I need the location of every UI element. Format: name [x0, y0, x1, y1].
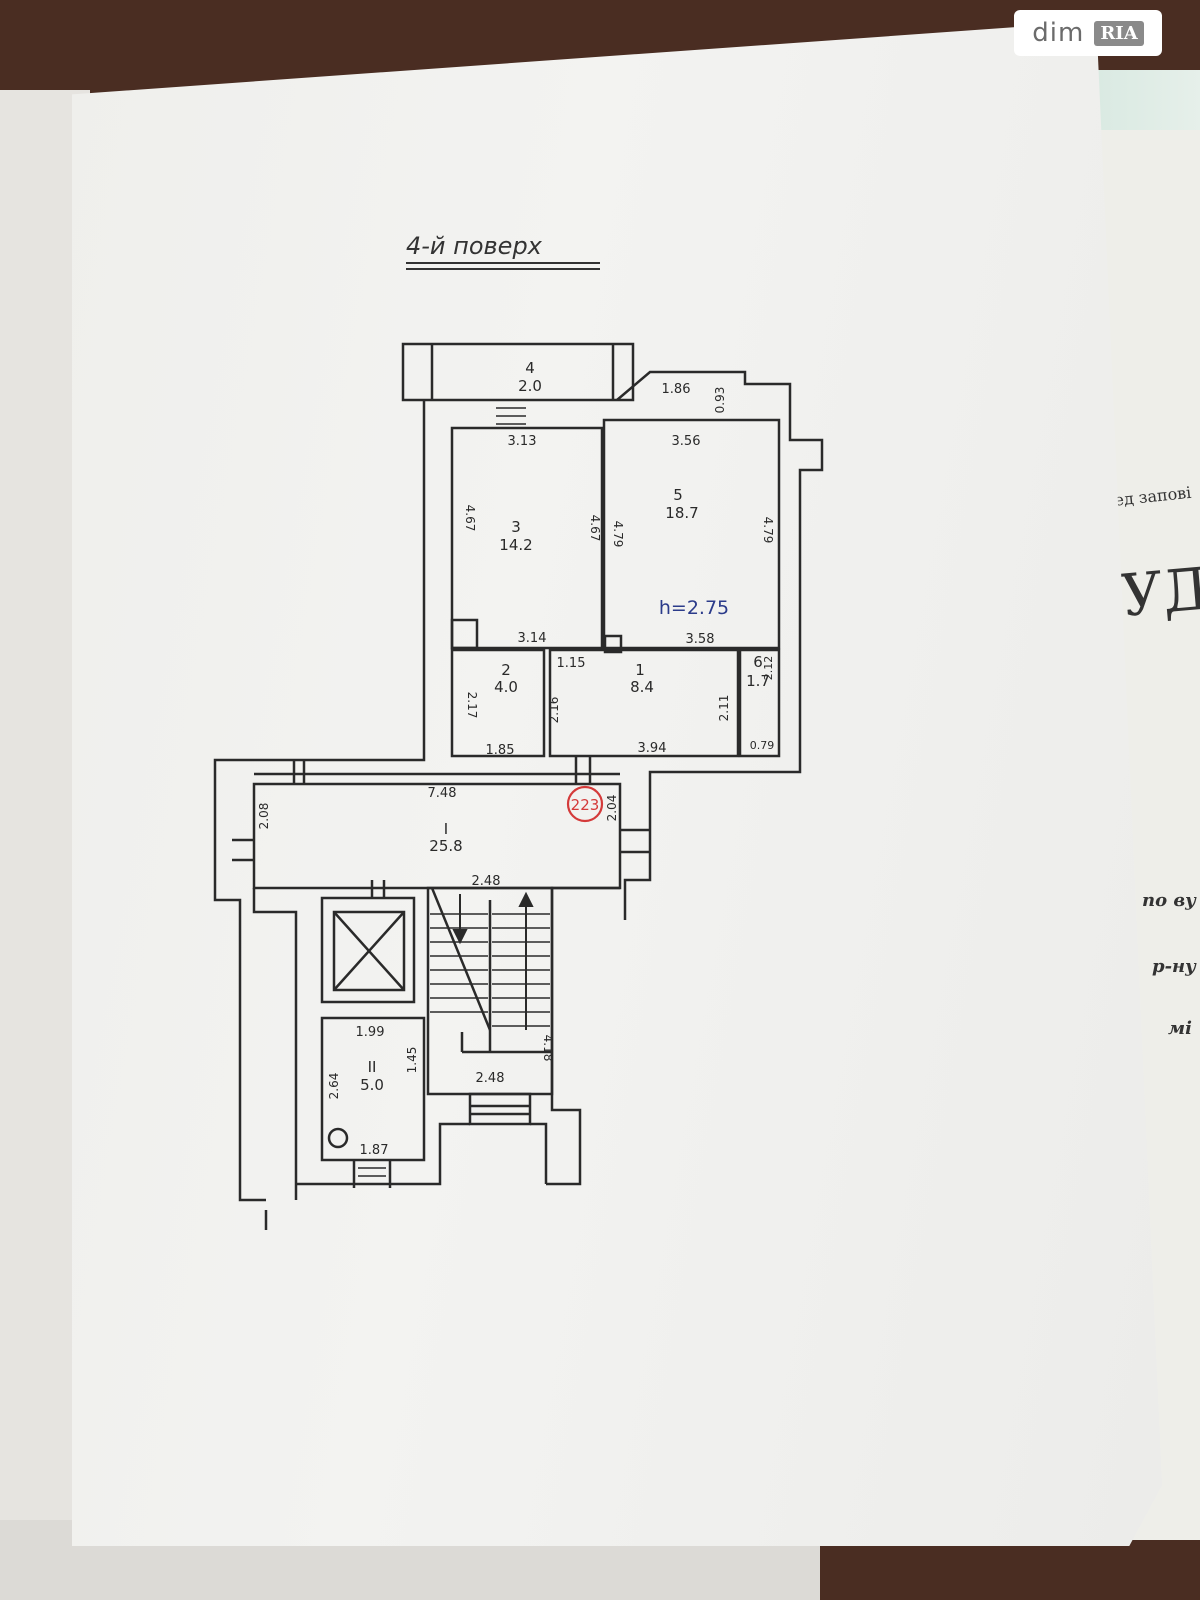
stair-arrows: [452, 891, 534, 1030]
dimension-label: 2.64: [327, 1073, 341, 1100]
room-3-number: 3: [511, 518, 521, 536]
dimension-label: 7.48: [428, 786, 457, 801]
background-doc-line: р-ну: [1152, 956, 1196, 977]
dimension-label: 2.12: [762, 656, 775, 681]
room-2-number: 2: [501, 661, 511, 679]
dimension-label: 1.87: [360, 1143, 389, 1158]
room-5-area: 18.7: [665, 504, 698, 522]
walls: [213, 342, 824, 1230]
dimension-label: 2.11: [717, 695, 731, 722]
room-3-area: 14.2: [499, 536, 532, 554]
dimension-label: 2.16: [547, 697, 561, 724]
dimension-label: 2.04: [605, 795, 619, 822]
dimension-label: 4.67: [588, 515, 602, 542]
ceiling-height-label: h=2.75: [659, 597, 729, 619]
room-4-number: 4: [525, 359, 535, 377]
room-6-outline: [738, 648, 781, 758]
room-5-number: 5: [673, 486, 683, 504]
dimension-label: 2.48: [472, 874, 501, 889]
room-5-outline: [602, 418, 781, 650]
dimension-label: 1.86: [662, 382, 691, 397]
room-4-area: 2.0: [518, 377, 542, 395]
room-II-outline: [320, 1016, 426, 1162]
room-2-outline: [450, 648, 546, 758]
room-2-area: 4.0: [494, 678, 518, 696]
room-6-area: 1.7: [746, 672, 770, 690]
title-underline: [406, 262, 600, 264]
room-II-area: 5.0: [360, 1076, 384, 1094]
background-doc-line: мі: [1168, 1018, 1192, 1039]
dimension-label: 4.79: [761, 517, 775, 544]
corridor-I-number: I: [444, 820, 448, 838]
dimension-label: 3.56: [672, 434, 701, 449]
title-underline: [406, 268, 600, 270]
dimension-label: 3.58: [686, 632, 715, 647]
room-II-number: II: [368, 1058, 377, 1076]
elevator-shaft: [320, 896, 416, 1004]
stamp-223: 223: [566, 785, 604, 823]
room-1-number: 1: [635, 661, 645, 679]
room-3-outline: [450, 426, 604, 650]
background-doc-line: по ву: [1142, 890, 1196, 911]
corridor-I-area: 25.8: [429, 837, 462, 855]
dimension-label: 3.14: [518, 631, 547, 646]
dimension-label: 2.17: [465, 692, 479, 719]
dimension-label: 3.94: [638, 741, 667, 756]
dimension-label: 4.79: [611, 521, 625, 548]
room-6-number: 6: [753, 653, 763, 671]
dimension-label: 1.15: [557, 656, 586, 671]
logo-ria-text: RIA: [1094, 20, 1144, 46]
stamp-number: 223: [571, 796, 600, 814]
dimension-label: 0.93: [713, 387, 727, 414]
dim-ria-logo: dim RIA: [1014, 10, 1162, 56]
room-1-outline: [548, 648, 740, 758]
room-1-area: 8.4: [630, 678, 654, 696]
dimension-label: 0.79: [750, 739, 775, 752]
dimension-label: 4.18: [541, 1035, 555, 1062]
dimension-label: 2.48: [476, 1071, 505, 1086]
dimension-label: 4.67: [463, 505, 477, 532]
dimension-label: 2.08: [257, 803, 271, 830]
plan-title: 4-й поверх: [406, 232, 542, 260]
dimension-label: 1.99: [356, 1025, 385, 1040]
dimension-label: 3.13: [508, 434, 537, 449]
dimension-label: 1.45: [405, 1047, 419, 1074]
balcony-outline: [401, 342, 635, 402]
logo-dim-text: dim: [1032, 18, 1085, 48]
dimension-label: 1.85: [486, 743, 515, 758]
